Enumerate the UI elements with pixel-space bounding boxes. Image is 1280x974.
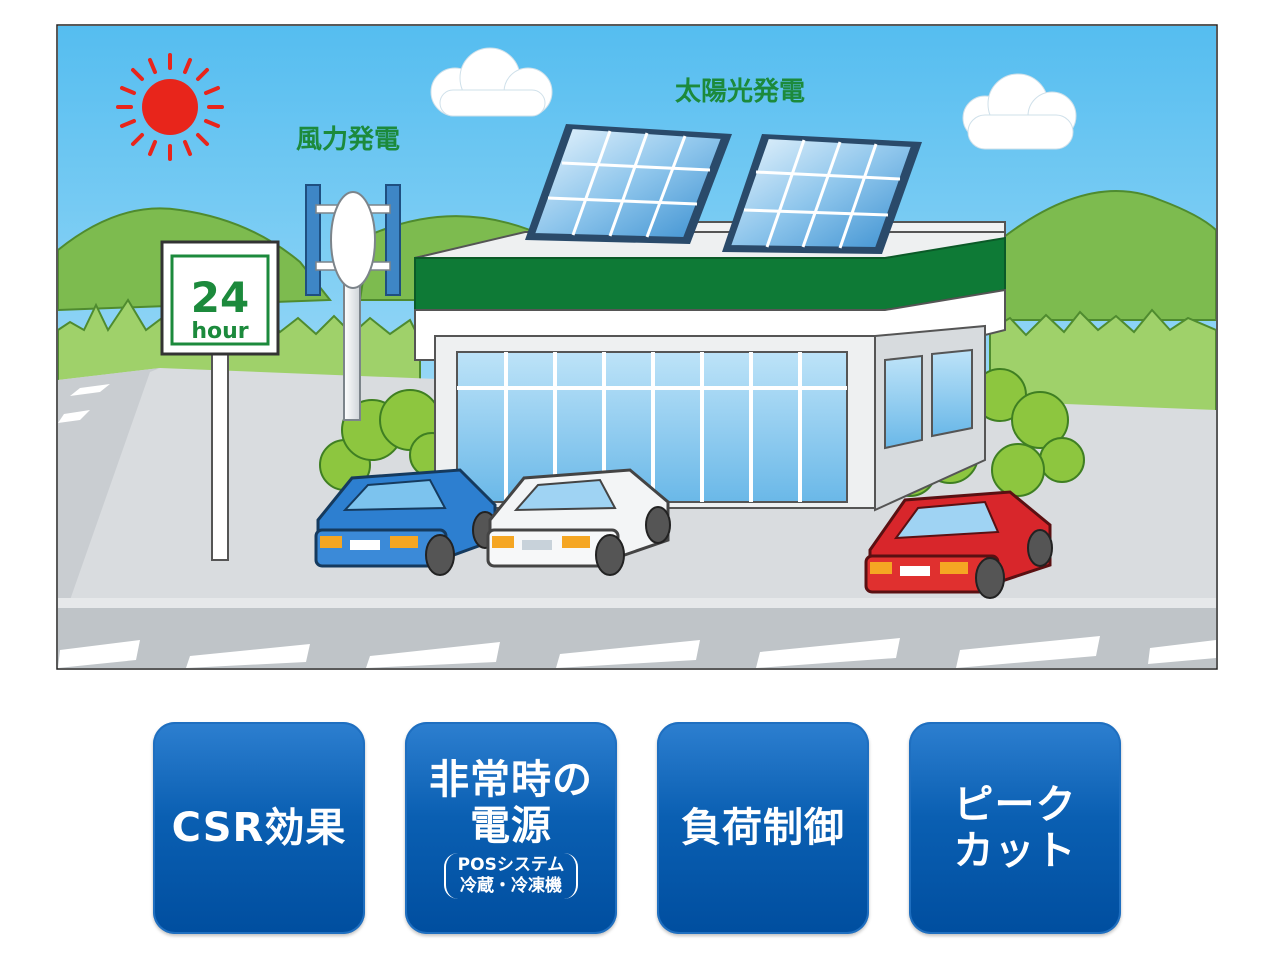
solar-panel	[525, 124, 732, 244]
button-sublabel: POSシステム 冷蔵・冷凍機	[443, 853, 579, 899]
solar-panel	[722, 134, 922, 254]
button-label: 負荷制御	[681, 805, 845, 851]
button-label-line2: 電源	[470, 803, 552, 849]
illustration-frame	[56, 24, 1218, 670]
red-car	[864, 490, 1053, 599]
cloud-icon	[430, 47, 553, 117]
button-sublabel-line1: POSシステム	[457, 855, 565, 875]
24-hour-sign	[160, 240, 280, 561]
white-car	[486, 468, 671, 576]
sign-unit: hour	[191, 319, 248, 344]
solar-power-label: 太陽光発電	[675, 77, 805, 107]
sign-number: 24	[191, 273, 249, 322]
csr-effect-button[interactable]: CSR効果	[153, 722, 365, 934]
wind-turbine	[305, 184, 401, 421]
button-label-line2: カット	[953, 828, 1077, 874]
button-label: CSR効果	[171, 805, 347, 851]
button-label-line1: 非常時の	[429, 757, 593, 803]
road-left	[58, 368, 160, 605]
store	[414, 221, 1006, 512]
emergency-power-button[interactable]: 非常時の 電源 POSシステム 冷蔵・冷凍機	[405, 722, 617, 934]
blue-car	[314, 468, 498, 576]
peak-cut-button[interactable]: ピーク カット	[909, 722, 1121, 934]
road-markings	[58, 636, 1216, 668]
button-sublabel-line2: 冷蔵・冷凍機	[460, 876, 562, 896]
load-control-button[interactable]: 負荷制御	[657, 722, 869, 934]
sun-icon	[116, 53, 224, 161]
button-label-line1: ピーク	[953, 782, 1077, 828]
cloud-icon	[962, 73, 1077, 150]
wind-power-label: 風力発電	[296, 125, 400, 155]
hill	[978, 190, 1216, 321]
